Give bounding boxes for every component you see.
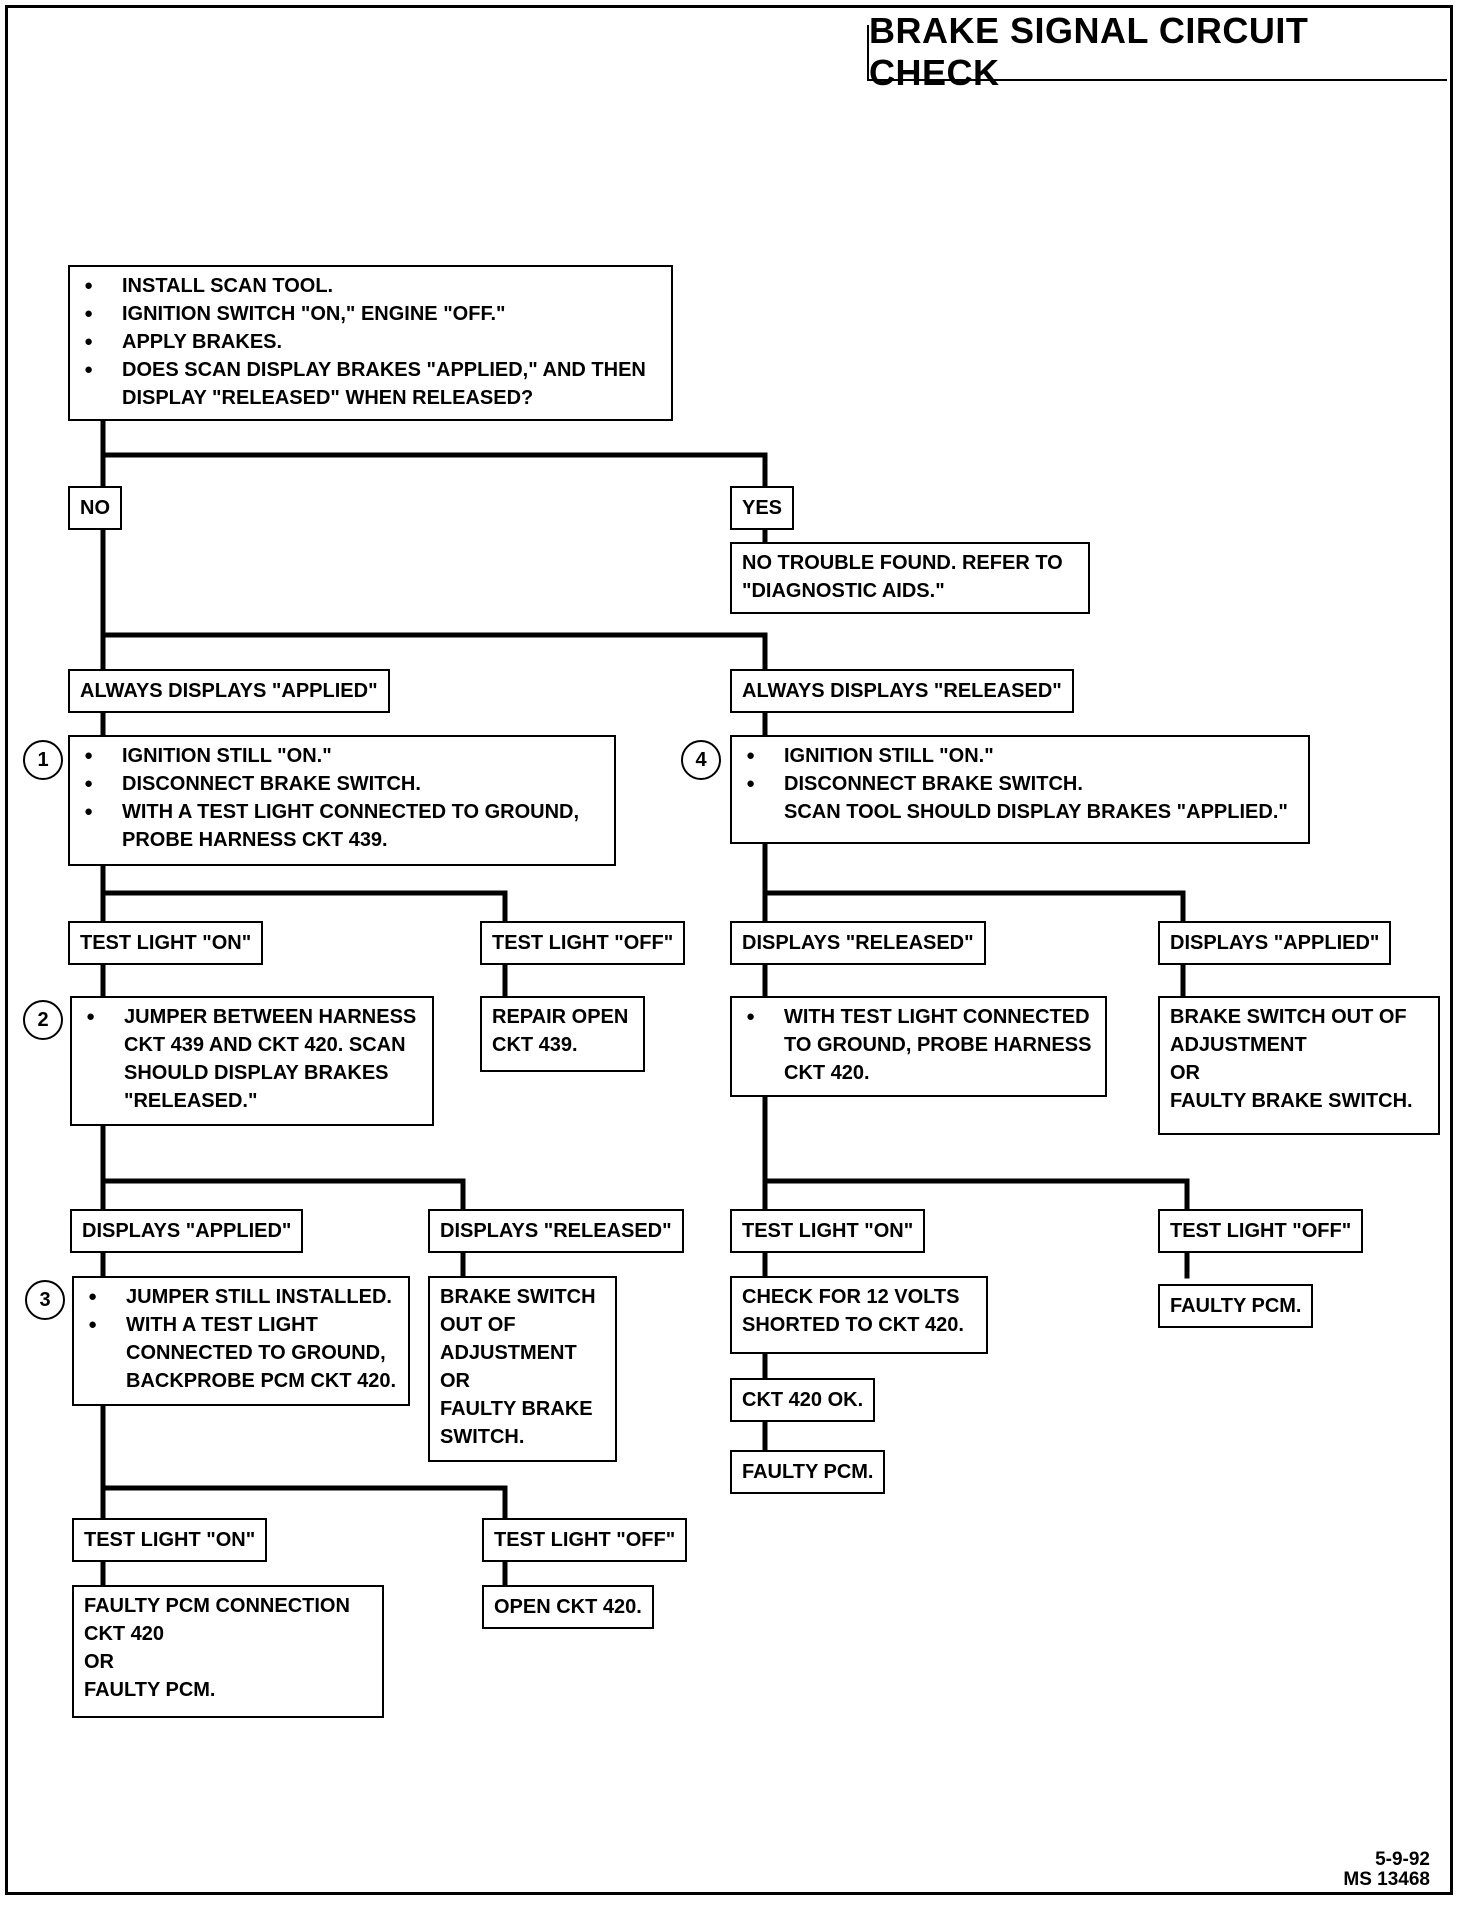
step2-box: JUMPER BETWEEN HARNESS CKT 439 AND CKT 4…: [70, 996, 434, 1126]
step1-item: IGNITION STILL "ON.": [80, 742, 604, 770]
brake-adj-line: ADJUSTMENT: [440, 1342, 577, 1364]
step4-displays-applied: DISPLAYS "APPLIED": [1158, 921, 1392, 965]
start-item: INSTALL SCAN TOOL.: [80, 272, 661, 300]
right-test-light-off: TEST LIGHT "OFF": [1158, 1209, 1364, 1253]
brake-adj-line: OR: [1170, 1062, 1200, 1084]
probe-ckt420-box: WITH TEST LIGHT CONNECTED TO GROUND, PRO…: [730, 996, 1107, 1097]
repair-open-line: REPAIR OPEN: [492, 1006, 629, 1028]
probe-ckt420-line: CKT 420.: [784, 1062, 870, 1084]
repair-open-box: REPAIR OPEN CKT 439.: [480, 996, 645, 1072]
open-ckt420-label: OPEN CKT 420.: [482, 1585, 654, 1629]
faulty-pcm-right: FAULTY PCM.: [1158, 1284, 1314, 1328]
step3-test-light-on: TEST LIGHT "ON": [72, 1518, 268, 1562]
step2-line: CKT 439 AND CKT 420. SCAN: [124, 1034, 406, 1056]
faulty-pcm-connection-box: FAULTY PCM CONNECTION CKT 420 OR FAULTY …: [72, 1585, 384, 1718]
always-released-label: ALWAYS DISPLAYS "RELEASED": [730, 669, 1074, 713]
probe-ckt420-item: WITH TEST LIGHT CONNECTED: [742, 1003, 1095, 1031]
repair-open-line: CKT 439.: [492, 1034, 578, 1056]
page-frame: [5, 5, 1453, 1895]
step1-box: IGNITION STILL "ON." DISCONNECT BRAKE SW…: [68, 735, 616, 866]
faulty-conn-line: OR: [84, 1651, 114, 1673]
yes-label: YES: [730, 486, 795, 530]
no-trouble-box: NO TROUBLE FOUND. REFER TO "DIAGNOSTIC A…: [730, 542, 1090, 614]
step1-item: DISCONNECT BRAKE SWITCH.: [80, 770, 604, 798]
always-applied-label: ALWAYS DISPLAYS "APPLIED": [68, 669, 390, 713]
step4-continuation: SCAN TOOL SHOULD DISPLAY BRAKES "APPLIED…: [784, 801, 1288, 823]
step4-item: DISCONNECT BRAKE SWITCH.: [742, 770, 1298, 798]
step3-line: BACKPROBE PCM CKT 420.: [126, 1370, 397, 1392]
step4-displays-released: DISPLAYS "RELEASED": [730, 921, 986, 965]
check-12-volts-box: CHECK FOR 12 VOLTS SHORTED TO CKT 420.: [730, 1276, 988, 1354]
brake-switch-adjustment-box-right: BRAKE SWITCH OUT OF ADJUSTMENT OR FAULTY…: [1158, 996, 1440, 1135]
faulty-conn-line: CKT 420: [84, 1623, 165, 1645]
step3-item: WITH A TEST LIGHT: [84, 1311, 398, 1339]
step2-displays-released: DISPLAYS "RELEASED": [428, 1209, 684, 1253]
start-item-continuation: DISPLAY "RELEASED" WHEN RELEASED?: [122, 387, 534, 409]
step3-line: CONNECTED TO GROUND,: [126, 1342, 386, 1364]
step-number-3: 3: [25, 1280, 65, 1320]
start-item: DOES SCAN DISPLAY BRAKES "APPLIED," AND …: [80, 356, 661, 384]
step2-item: JUMPER BETWEEN HARNESS: [82, 1003, 422, 1031]
diagram-title: BRAKE SIGNAL CIRCUIT CHECK: [867, 10, 1447, 93]
brake-adj-line: FAULTY BRAKE SWITCH.: [1170, 1090, 1413, 1112]
step1-item: WITH A TEST LIGHT CONNECTED TO GROUND,: [80, 798, 604, 826]
check12-line: CHECK FOR 12 VOLTS: [742, 1286, 960, 1308]
faulty-pcm-mid: FAULTY PCM.: [730, 1450, 886, 1494]
start-check-box: INSTALL SCAN TOOL. IGNITION SWITCH "ON,"…: [68, 265, 673, 421]
step2-line: SHOULD DISPLAY BRAKES: [124, 1062, 389, 1084]
brake-adj-line: BRAKE SWITCH OUT OF: [1170, 1006, 1407, 1028]
start-item: IGNITION SWITCH "ON," ENGINE "OFF.": [80, 300, 661, 328]
brake-adj-line: OR: [440, 1370, 470, 1392]
faulty-conn-line: FAULTY PCM.: [84, 1679, 216, 1701]
brake-adj-line: ADJUSTMENT: [1170, 1034, 1307, 1056]
step3-test-light-off: TEST LIGHT "OFF": [482, 1518, 688, 1562]
step1-continuation: PROBE HARNESS CKT 439.: [122, 829, 388, 851]
check12-line: SHORTED TO CKT 420.: [742, 1314, 964, 1336]
ckt420-ok-label: CKT 420 OK.: [730, 1378, 876, 1422]
step-number-1: 1: [23, 740, 63, 780]
step-number-4: 4: [681, 740, 721, 780]
step2-line: "RELEASED.": [124, 1090, 258, 1112]
step1-test-light-on: TEST LIGHT "ON": [68, 921, 264, 965]
brake-switch-adjustment-box-mid: BRAKE SWITCH OUT OF ADJUSTMENT OR FAULTY…: [428, 1276, 617, 1462]
brake-adj-line: FAULTY BRAKE: [440, 1398, 593, 1420]
brake-adj-line: BRAKE SWITCH: [440, 1286, 596, 1308]
no-trouble-line: "DIAGNOSTIC AIDS.": [742, 580, 945, 602]
step1-test-light-off: TEST LIGHT "OFF": [480, 921, 686, 965]
footer-code: 5-9-92 MS 13468: [1343, 1850, 1430, 1890]
no-label: NO: [68, 486, 122, 530]
step4-box: IGNITION STILL "ON." DISCONNECT BRAKE SW…: [730, 735, 1310, 844]
footer-doc-number: MS 13468: [1343, 1869, 1430, 1890]
brake-adj-line: SWITCH.: [440, 1426, 525, 1448]
right-test-light-on: TEST LIGHT "ON": [730, 1209, 926, 1253]
brake-adj-line: OUT OF: [440, 1314, 516, 1336]
step-number-2: 2: [23, 1000, 63, 1040]
probe-ckt420-line: TO GROUND, PROBE HARNESS: [784, 1034, 1092, 1056]
step4-item: IGNITION STILL "ON.": [742, 742, 1298, 770]
footer-date: 5-9-92: [1375, 1849, 1430, 1870]
faulty-conn-line: FAULTY PCM CONNECTION: [84, 1595, 350, 1617]
step2-displays-applied: DISPLAYS "APPLIED": [70, 1209, 304, 1253]
start-item: APPLY BRAKES.: [80, 328, 661, 356]
step3-item: JUMPER STILL INSTALLED.: [84, 1283, 398, 1311]
no-trouble-line: NO TROUBLE FOUND. REFER TO: [742, 552, 1063, 574]
step3-box: JUMPER STILL INSTALLED. WITH A TEST LIGH…: [72, 1276, 410, 1406]
